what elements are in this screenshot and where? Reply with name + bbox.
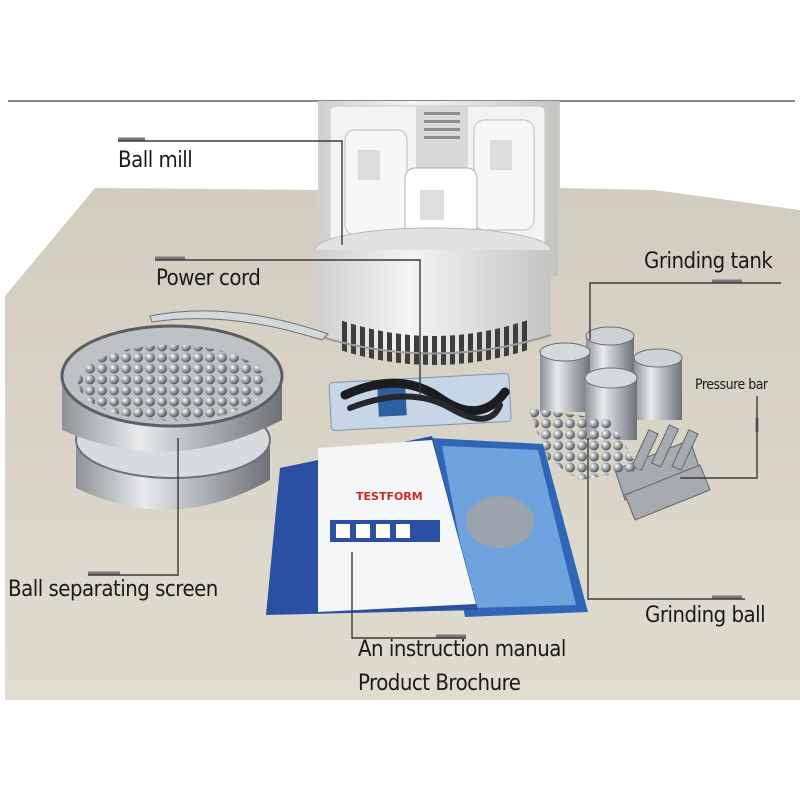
label-product-brochure: Product Brochure	[358, 671, 521, 696]
label-power-cord: Power cord	[156, 266, 261, 291]
label-instruction-manual: An instruction manual	[358, 637, 566, 662]
manual-brand-logo: TESTFORM	[356, 490, 423, 503]
grinding-tanks	[539, 326, 683, 440]
power-cord-package	[328, 373, 512, 431]
label-grinding-tank: Grinding tank	[644, 249, 773, 274]
pressure-bars	[614, 424, 711, 521]
loose-grinding-balls	[528, 408, 640, 480]
manual-and-brochure: TESTFORM	[266, 436, 588, 617]
label-ball-separating-screen: Ball separating screen	[8, 577, 218, 602]
label-grinding-ball: Grinding ball	[645, 603, 766, 628]
label-ball-mill: Ball mill	[118, 148, 193, 173]
ball-separating-screen	[60, 310, 329, 510]
ball-mill-machine	[314, 101, 558, 365]
label-pressure-bar: Pressure bar	[695, 377, 768, 393]
leader-lines	[88, 137, 781, 639]
